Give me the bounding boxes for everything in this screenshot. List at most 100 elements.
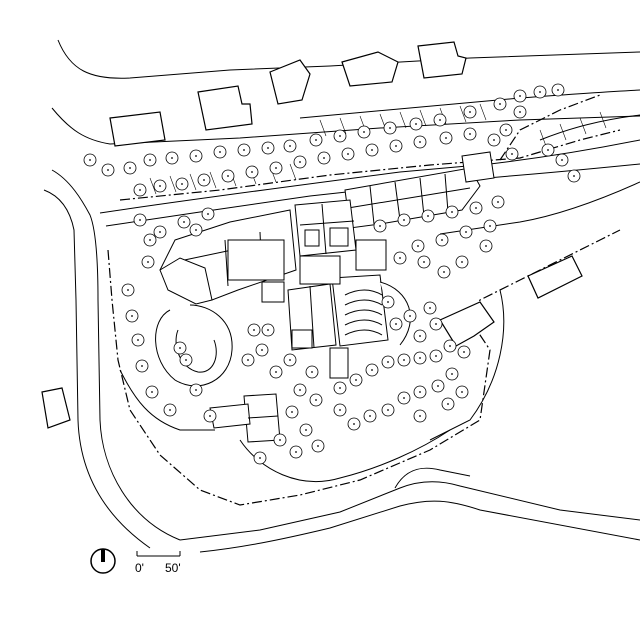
tree-center xyxy=(147,261,149,263)
tree-center xyxy=(151,391,153,393)
parking-lane-2 xyxy=(539,114,640,141)
west-road-edge-2 xyxy=(43,189,151,549)
tree-center xyxy=(371,149,373,151)
tree-center xyxy=(89,159,91,161)
tree-center xyxy=(149,159,151,161)
tree-center xyxy=(423,261,425,263)
tree-center xyxy=(461,261,463,263)
tree-center xyxy=(317,445,319,447)
house-7 xyxy=(439,301,495,347)
tree-center xyxy=(247,359,249,361)
east-stair-block xyxy=(461,151,495,183)
wing-corridor xyxy=(347,187,471,209)
tree-center xyxy=(395,145,397,147)
stall xyxy=(289,163,297,181)
tree-center xyxy=(203,179,205,181)
tree-center xyxy=(497,201,499,203)
neighbor-houses xyxy=(41,41,583,429)
tree-center xyxy=(141,365,143,367)
tree-center xyxy=(485,245,487,247)
tree-center xyxy=(129,167,131,169)
east-road xyxy=(429,289,505,441)
north-arrow-icon xyxy=(90,548,116,574)
west-road-edge-1 xyxy=(51,169,181,541)
scale-bar xyxy=(136,551,181,557)
tree-center xyxy=(403,359,405,361)
house-8 xyxy=(41,387,71,429)
wing-divider-4 xyxy=(444,173,449,213)
admin-room-1 xyxy=(304,229,320,247)
tree-center xyxy=(489,225,491,227)
connector-1 xyxy=(299,255,341,285)
south-path xyxy=(239,429,451,482)
tree-center xyxy=(195,155,197,157)
house-2 xyxy=(197,85,253,131)
tree-center xyxy=(289,359,291,361)
tree-center xyxy=(419,357,421,359)
tree-center xyxy=(387,361,389,363)
tree-center xyxy=(463,351,465,353)
wing-divider-1 xyxy=(369,185,375,225)
stall xyxy=(459,105,467,123)
house-5 xyxy=(417,41,467,79)
scale-label-end: 50' xyxy=(165,561,181,575)
nw-angled-wing xyxy=(159,257,213,305)
stall xyxy=(419,109,427,127)
southwest-path xyxy=(119,369,215,431)
tree-center xyxy=(419,335,421,337)
property-boundary-north xyxy=(119,129,621,201)
house-1 xyxy=(109,111,166,147)
tree-center xyxy=(339,387,341,389)
tree-center xyxy=(185,359,187,361)
tree-center xyxy=(493,139,495,141)
stall xyxy=(189,173,197,191)
property-boundary-east xyxy=(499,94,601,161)
admin-line-2 xyxy=(321,203,327,255)
tree-center xyxy=(439,119,441,121)
tree-center xyxy=(419,415,421,417)
tree-center xyxy=(275,167,277,169)
tree-center xyxy=(219,151,221,153)
tree-center xyxy=(389,127,391,129)
admin-room-2 xyxy=(329,227,349,247)
tree-center xyxy=(227,175,229,177)
tree-center xyxy=(181,183,183,185)
admin-line-1 xyxy=(299,220,355,226)
south-road-edge-2 xyxy=(199,500,640,553)
tree-center xyxy=(505,129,507,131)
north-arrow-needle xyxy=(101,549,105,562)
theater-seating xyxy=(344,289,383,336)
tree-center xyxy=(279,439,281,441)
tree-center xyxy=(369,415,371,417)
tree-center xyxy=(295,451,297,453)
tree-center xyxy=(469,133,471,135)
tree-center xyxy=(395,323,397,325)
tree-center xyxy=(299,389,301,391)
tree-center xyxy=(511,153,513,155)
tree-center xyxy=(409,315,411,317)
small-block-2 xyxy=(261,281,285,303)
tree-center xyxy=(339,135,341,137)
tree-center xyxy=(469,111,471,113)
tree-center xyxy=(149,239,151,241)
tree-center xyxy=(561,159,563,161)
tree-center xyxy=(353,423,355,425)
wing-divider-2 xyxy=(394,181,401,221)
property-boundary xyxy=(107,229,621,506)
stall xyxy=(169,175,177,193)
tree-center xyxy=(441,239,443,241)
stall xyxy=(399,111,407,129)
tree-center xyxy=(557,89,559,91)
tree-center xyxy=(195,389,197,391)
tree-center xyxy=(399,257,401,259)
tree-center xyxy=(339,409,341,411)
stall xyxy=(599,111,607,129)
tree-center xyxy=(291,411,293,413)
tree-center xyxy=(139,189,141,191)
tree-center xyxy=(371,369,373,371)
tree-center xyxy=(379,225,381,227)
west-loop xyxy=(155,304,233,387)
tree-center xyxy=(159,185,161,187)
